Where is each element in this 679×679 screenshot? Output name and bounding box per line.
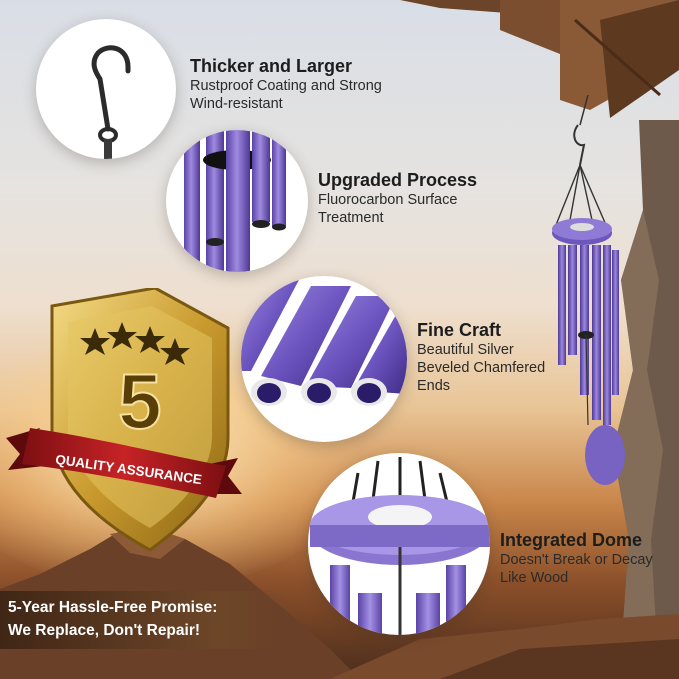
feature-desc-line: Fluorocarbon Surface: [318, 192, 458, 208]
wind-chime: [552, 95, 625, 485]
stars-icon: [80, 322, 190, 365]
promise-line-1: 5-Year Hassle-Free Promise:: [8, 599, 218, 616]
feature-desc-line: Treatment: [318, 210, 384, 226]
feature-title: Upgraded Process: [318, 170, 478, 190]
feature-desc-line: Ends: [417, 378, 451, 394]
hook-icon: [91, 45, 131, 159]
feature-process: Upgraded Process Fluorocarbon Surface Tr…: [318, 170, 477, 227]
promise-line-2: We Replace, Don't Repair!: [8, 622, 201, 639]
quality-shield-badge: 5 QUALITY ASSURANCE: [6, 288, 242, 552]
feature-dome: Integrated Dome Doesn't Break or Decay L…: [500, 530, 653, 587]
wooden-beam: [400, 0, 679, 118]
feature-desc-line: Rustproof Coating and Strong: [190, 78, 382, 94]
feature-desc-line: Beautiful Silver: [417, 342, 514, 358]
chamfered-ends-icon: [241, 276, 407, 406]
tubes-icon: [184, 130, 286, 272]
tubes-image: [166, 130, 308, 272]
badge-number: 5: [118, 357, 161, 445]
feature-thicker: Thicker and Larger Rustproof Coating and…: [190, 56, 382, 113]
hook-image: [36, 19, 176, 159]
feature-title: Fine Craft: [417, 320, 502, 340]
right-cliff: [613, 120, 679, 679]
feature-craft: Fine Craft Beautiful Silver Beveled Cham…: [417, 320, 545, 395]
feature-desc-line: Wind-resistant: [190, 96, 283, 112]
tube-ends-image: [241, 276, 407, 442]
promise-banner: 5-Year Hassle-Free Promise: We Replace, …: [0, 591, 289, 649]
dome-icon: [310, 457, 490, 635]
feature-desc-line: Beveled Chamfered: [417, 360, 546, 376]
feature-title: Thicker and Larger: [190, 56, 353, 76]
dome-image: [308, 453, 490, 635]
feature-desc-line: Doesn't Break or Decay: [500, 552, 653, 568]
feature-desc-line: Like Wood: [500, 570, 569, 586]
feature-title: Integrated Dome: [500, 530, 643, 550]
